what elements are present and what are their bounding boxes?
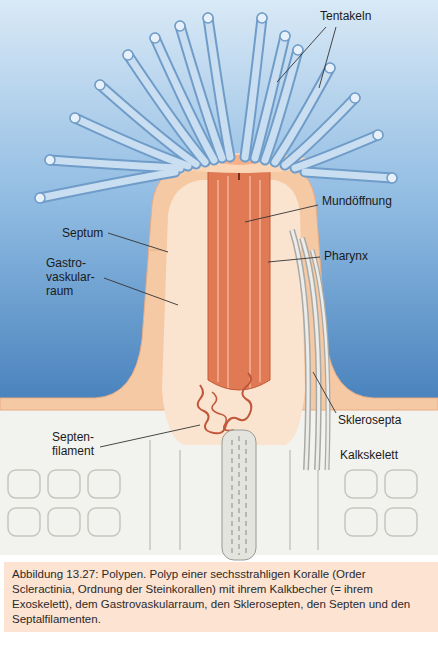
figure-caption: Abbildung 13.27: Polypen. Polyp einer se… — [4, 562, 438, 632]
sclerosepta-label: Sklerosepta — [336, 413, 403, 427]
tentacle-label: Tentakeln — [320, 9, 371, 23]
septum-label: Septum — [62, 226, 103, 240]
skeleton-label: Kalkskelett — [338, 448, 400, 462]
cavity-label: Gastro- vaskular- raum — [46, 256, 95, 298]
mouth-label: Mundöffnung — [322, 194, 392, 208]
pharynx-label: Pharynx — [324, 249, 368, 263]
filament-label: Septen- filament — [50, 430, 96, 458]
